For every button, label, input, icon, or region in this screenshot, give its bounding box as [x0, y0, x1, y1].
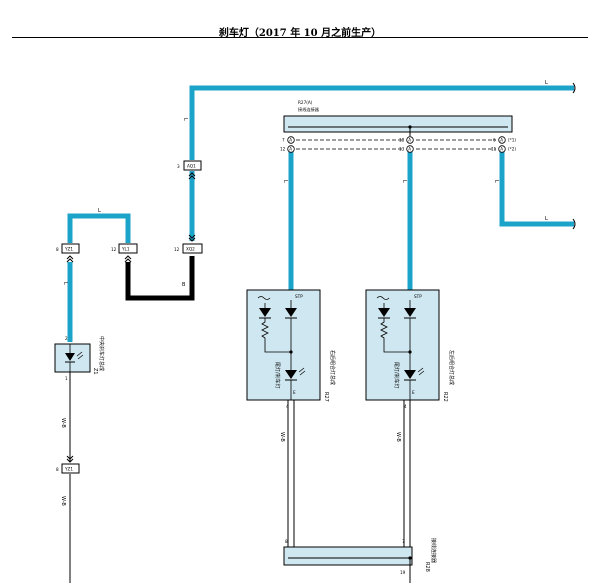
r22-resistor-icon: [380, 318, 410, 353]
wire-label-yz1: L: [98, 208, 101, 214]
r27a-pin-bottom-2: 13: [399, 147, 405, 152]
wire-label-black: B: [182, 282, 186, 288]
r27a-pin-top-3: 6: [493, 138, 496, 143]
r28-pin-3: 19: [400, 570, 406, 575]
r22-tail-wave-icon: [376, 296, 390, 300]
r27a-pin-bottom-1: 12: [280, 147, 286, 152]
junction-r27a-name: R27(A): [298, 100, 313, 105]
r22-inner-label: 尾灯/刹车灯: [393, 362, 400, 389]
junction-r27a: R27(A) 接线连接器 A A A A A A 7 18 6 12 13 11…: [280, 100, 516, 153]
wire-ground-r22: [403, 400, 411, 548]
wire-label-stp-left: L: [282, 180, 288, 183]
wire-label-right-drop: L: [493, 180, 499, 183]
r28-pin-2: 7: [402, 539, 405, 544]
r27a-pin-tag-5: A: [500, 138, 503, 143]
r27-code: R27: [323, 392, 329, 402]
connector-yz1-lower: YZ1 8: [56, 455, 80, 474]
connector-xq2: XQ2 12: [174, 234, 203, 254]
connector-aq1-label: AQ1: [187, 164, 196, 169]
r27a-pin-top-1: 7: [282, 138, 285, 143]
wire-label-aq1: L: [182, 118, 188, 121]
connector-yz1-pin: 8: [56, 247, 59, 252]
wire-label-stp-right: L: [401, 180, 407, 183]
r27a-pin-top-2: 18: [399, 138, 405, 143]
r27-stop-diode-icon: [285, 308, 297, 317]
junction-r27a-desc: 接线连接器: [298, 106, 320, 113]
connector-yz1: YZ1 8: [56, 243, 80, 263]
wire-label-z1-ground: W-B: [60, 418, 66, 428]
wire-label-yz1b-ground: W-B: [60, 496, 66, 506]
connector-yz1-label: YZ1: [64, 247, 73, 252]
r22-desc: 左后组合灯总成: [448, 350, 455, 385]
r27a-pin-tag-1: A: [289, 138, 292, 143]
wire-label-mid-right: L: [545, 216, 548, 222]
connector-yl1-chevron-icon: [124, 255, 132, 263]
r27a-pin-bottom-3: 11: [491, 147, 497, 152]
wire-yz1-yl1-loop: [67, 213, 131, 243]
wire-label-r27-ground: W-B: [279, 432, 285, 442]
wire-label-z1: L: [62, 282, 68, 285]
r27-pin-e: E: [293, 390, 296, 395]
r27-pin-num: 4: [286, 404, 289, 409]
wire-ground-r27: [287, 400, 295, 548]
r27a-pin-tag-4: A: [408, 147, 411, 152]
connector-xq2-label: XQ2: [186, 247, 195, 252]
r22-pin-e: E: [412, 390, 415, 395]
r27a-note-1: (*1): [508, 138, 516, 143]
wire-label-top-right: L: [545, 80, 548, 86]
connector-aq1: AQ1 3: [177, 160, 202, 180]
r27a-pin-tag-3: A: [408, 138, 411, 143]
r22-pin-num: 4: [404, 404, 407, 409]
junction-r28: 8 7 19 R28 接线连接器: [283, 538, 437, 583]
r27a-pin-tag-2: A: [289, 147, 292, 152]
r27-led-icon: [285, 370, 297, 379]
connector-yl1: YL1 12: [111, 243, 138, 263]
wire-right-drop: [499, 150, 576, 230]
z1-led-icon: [65, 344, 84, 372]
wire-top-right: [189, 82, 576, 160]
r27-desc: 右后组合灯总成: [329, 350, 336, 385]
r27-resistor-icon: [261, 318, 291, 353]
r27-inner-label: 尾灯/刹车灯: [274, 362, 281, 389]
component-z1: 2 1 Z1 中央刹车灯总成: [54, 336, 105, 381]
connector-yl1-pin: 12: [111, 247, 117, 252]
component-r22: STP E 尾灯/刹车灯 4 R22 左后组合灯总成: [365, 289, 455, 409]
r22-led-icon: [404, 370, 416, 379]
z1-desc: 中央刹车灯总成: [98, 336, 105, 371]
connector-yz1-chevron-icon: [66, 255, 74, 263]
r22-stop-diode-icon: [404, 308, 416, 317]
wire-label-r22-ground: W-B: [395, 432, 401, 442]
r27-tail-diode-icon: [259, 308, 271, 317]
connector-yz1-lower-label: YZ1: [64, 467, 73, 472]
connector-yl1-label: YL1: [121, 247, 130, 252]
r27-tail-wave-icon: [257, 296, 271, 300]
z1-code: Z1: [92, 368, 98, 375]
connector-aq1-pin: 3: [177, 164, 180, 169]
r22-stp-label: STP: [414, 294, 422, 299]
connector-xq2-pin: 12: [174, 247, 180, 252]
r28-pin-1: 8: [285, 539, 288, 544]
r27a-note-2: (*2): [508, 147, 516, 152]
wire-black: [125, 256, 195, 301]
page-title: 刹车灯（2017 年 10 月之前生产）: [218, 28, 382, 39]
r27a-pin-tag-6: A: [500, 147, 503, 152]
r28-name: R28: [424, 562, 430, 572]
r22-code: R22: [442, 392, 448, 402]
title-rule: [12, 37, 588, 38]
z1-pin-top: 2: [65, 336, 68, 341]
r27-stp-label: STP: [295, 294, 303, 299]
r22-tail-diode-icon: [378, 308, 390, 317]
r28-desc: 接线连接器: [430, 538, 437, 563]
component-r27: STP E 尾灯/刹车灯 4 R27 右后组合灯总成: [246, 289, 336, 409]
z1-pin-bottom: 1: [65, 376, 68, 381]
connector-yz1-lower-pin: 8: [56, 467, 59, 472]
